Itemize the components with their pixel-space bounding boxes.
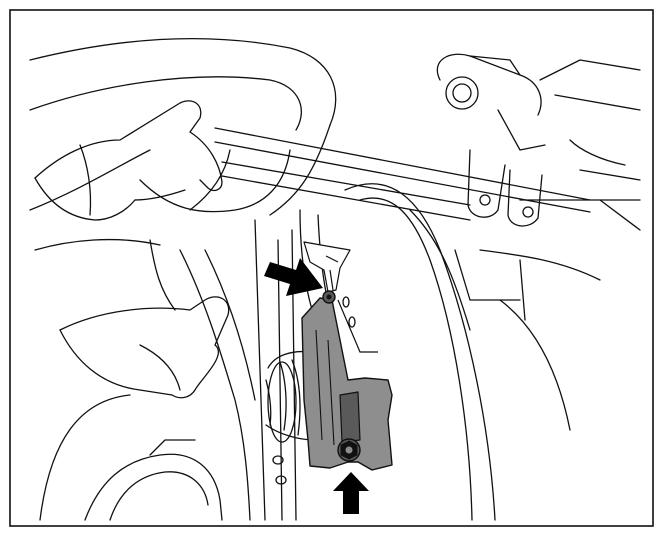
lower-arrow	[333, 472, 369, 514]
upper-right-bracket	[436, 53, 641, 227]
highlighted-bracket	[301, 241, 393, 471]
mounting-holes	[272, 296, 356, 485]
lower-left-hand	[59, 239, 230, 399]
lower-bolt	[337, 438, 361, 462]
crossmember-bars	[214, 127, 641, 221]
lower-left-body	[39, 219, 266, 521]
curved-rail	[344, 183, 496, 521]
upper-arrow	[264, 258, 323, 296]
right-lower-structure	[454, 199, 641, 431]
figure-border	[9, 9, 654, 527]
hoses-upper-left	[29, 37, 337, 251]
upper-left-hand	[34, 100, 223, 221]
upper-bolt	[322, 290, 336, 304]
